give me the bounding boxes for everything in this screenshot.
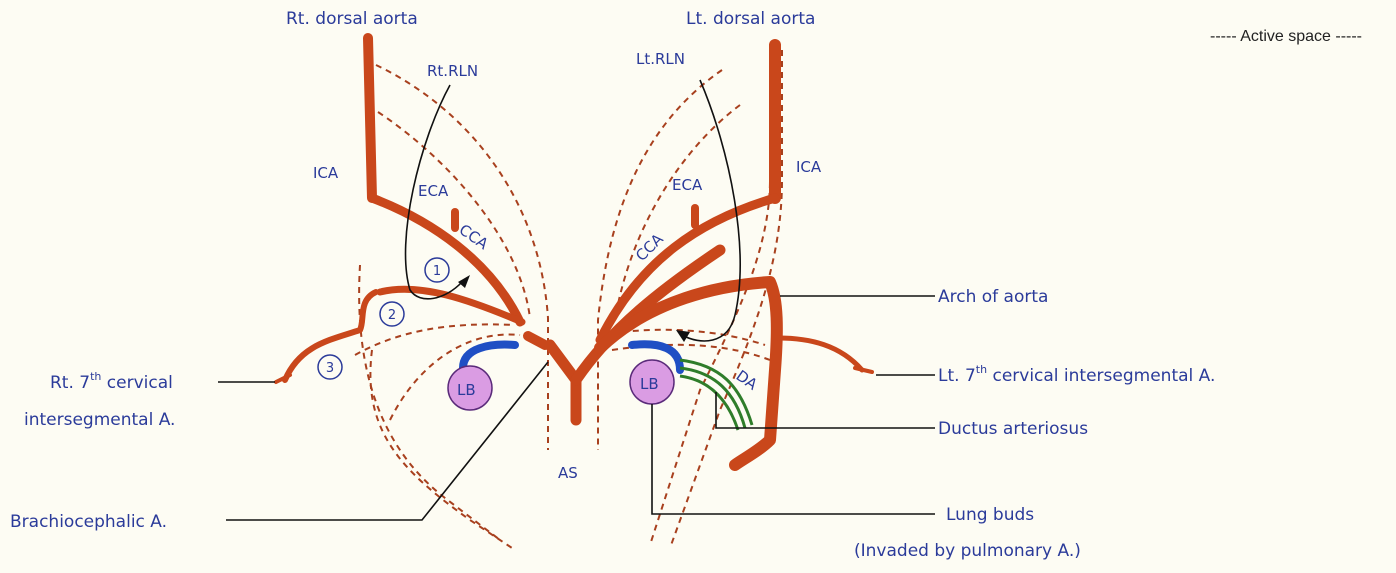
ductus-arteriosus-label: Ductus arteriosus [938, 419, 1088, 439]
lb-right-label: LB [640, 375, 659, 393]
lt-dorsal-aorta-label: Lt. dorsal aorta [686, 9, 815, 29]
ica-left-label: ICA [313, 164, 339, 182]
ica-right-label: ICA [796, 158, 822, 176]
invaded-label: (Invaded by pulmonary A.) [854, 541, 1081, 561]
arch-number-2: 2 [388, 308, 396, 323]
arch-number-3: 3 [326, 361, 334, 376]
lb-left-label: LB [457, 381, 476, 399]
lt-rln-arrowhead [676, 330, 690, 342]
arch-number-1: 1 [433, 264, 441, 279]
rt-common-carotid [372, 198, 520, 322]
rt-rln-label: Rt.RLN [427, 62, 478, 80]
active-space-label: ----- Active space ----- [1210, 28, 1362, 45]
arch-of-aorta-label: Arch of aorta [938, 287, 1048, 307]
lt-7th-cervical-label: Lt. 7th cervical intersegmental A. [938, 363, 1215, 386]
rt-7th-cervical-label: Rt. 7th cervical [50, 370, 173, 393]
arteries [276, 38, 872, 465]
rt-pulmonary-arc [463, 345, 515, 368]
eca-left-label: ECA [418, 182, 449, 200]
lt-7th-intersegmental [778, 338, 862, 370]
as-label: AS [558, 464, 578, 482]
rt-dorsal-aorta [368, 38, 372, 198]
lung-buds-label: Lung buds [946, 505, 1034, 525]
rt-dorsal-aorta-label: Rt. dorsal aorta [286, 9, 418, 29]
lt-rln-label: Lt.RLN [636, 50, 685, 68]
brachiocephalic-label: Brachiocephalic A. [10, 512, 167, 532]
rt-7th-intersegmental-label: intersegmental A. [24, 410, 175, 430]
eca-right-label: ECA [672, 176, 703, 194]
rt-rln-arrowhead [458, 275, 470, 288]
